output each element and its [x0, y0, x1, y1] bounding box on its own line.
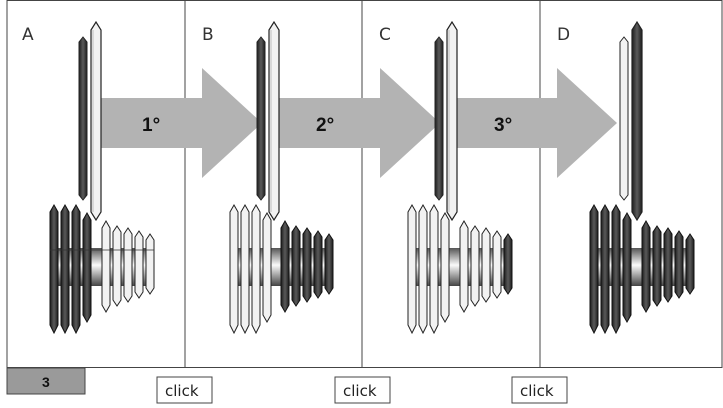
chainring-pair-c	[434, 20, 458, 222]
click-label-1: click	[165, 382, 199, 400]
shift-step-1: 1°	[142, 115, 160, 136]
cassette-c	[407, 203, 513, 335]
chainring-pair-d	[619, 20, 643, 222]
shift-arrow-1	[100, 68, 262, 178]
shift-step-2: 2°	[316, 115, 334, 136]
panel-letter-c: C	[379, 25, 391, 45]
panel-letter-a: A	[22, 25, 34, 45]
panel-letter-b: B	[202, 25, 214, 45]
cassette-b	[229, 203, 334, 335]
click-box-1	[156, 376, 213, 404]
click-label-3: click	[520, 382, 554, 400]
chainring-pair-a	[78, 20, 102, 222]
shift-step-3: 3°	[494, 115, 512, 136]
shift-arrow-3	[455, 68, 617, 178]
chainring-pair-b	[256, 20, 280, 222]
click-box-3	[511, 376, 568, 404]
shift-arrow-2	[278, 68, 440, 178]
cassette-d	[589, 203, 695, 335]
panel-letter-d: D	[557, 25, 570, 45]
cassette-a	[49, 203, 155, 335]
page-badge	[6, 367, 86, 395]
click-box-2	[334, 376, 391, 404]
click-label-2: click	[343, 382, 377, 400]
page-number: 3	[42, 374, 50, 390]
figure-frame	[6, 0, 723, 368]
